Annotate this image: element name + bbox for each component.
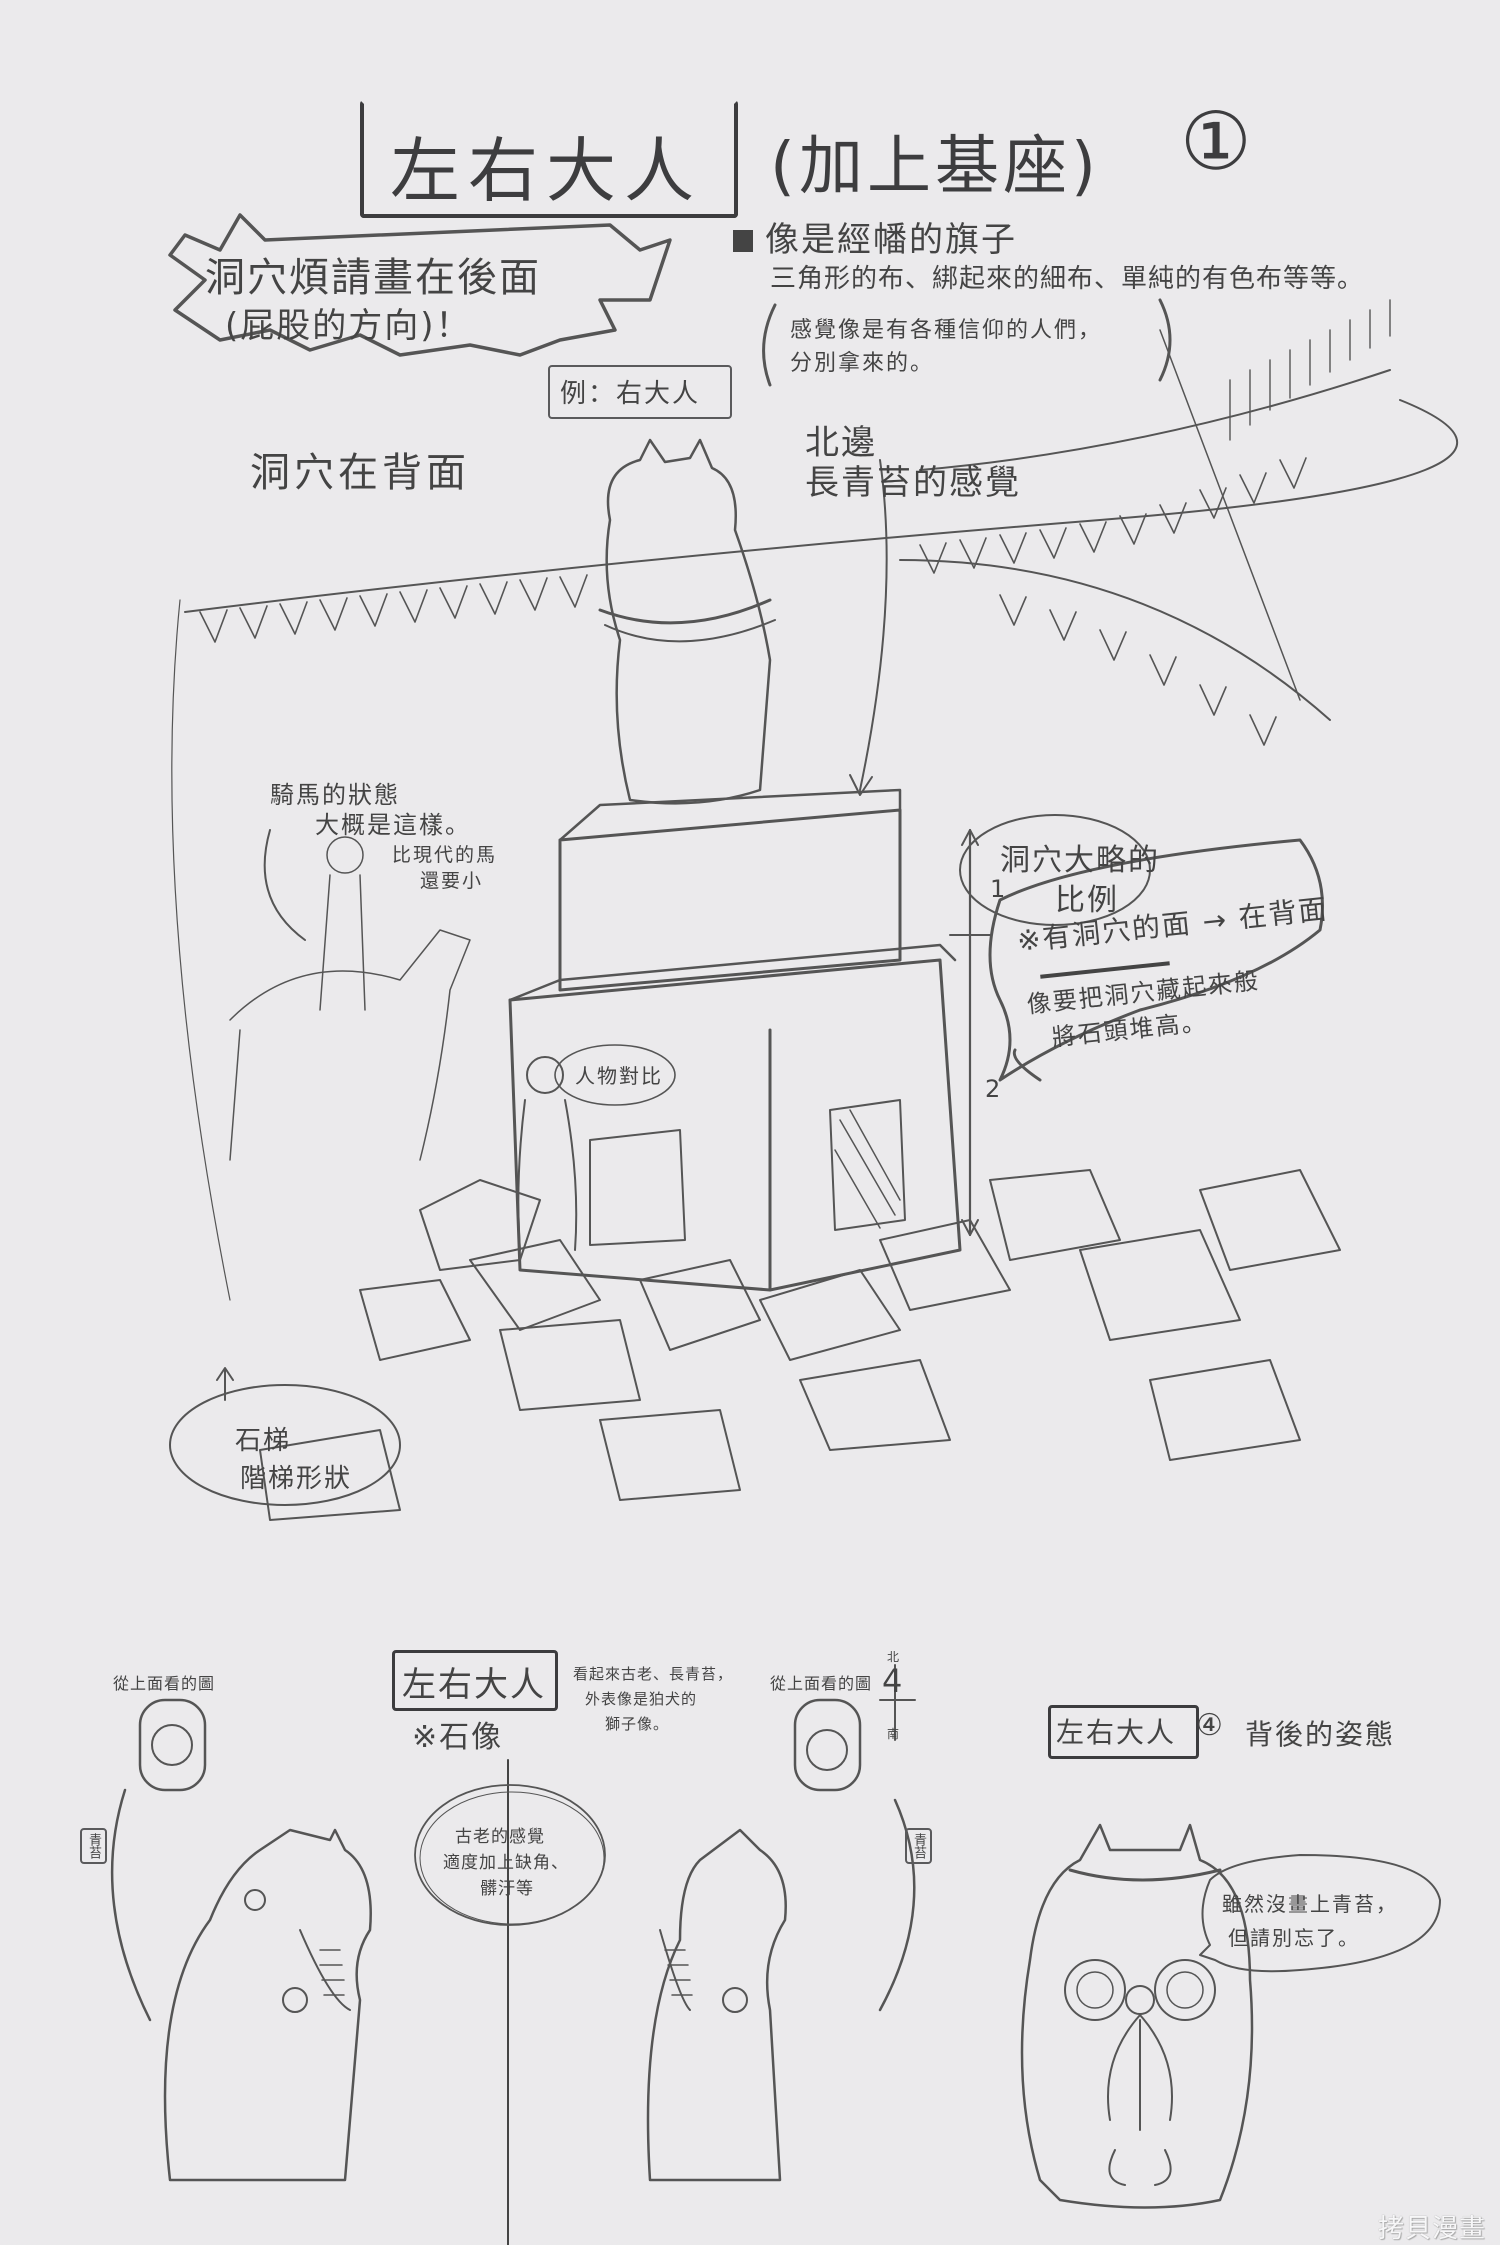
flags-paren-line2: 分別拿來的。 <box>790 351 935 376</box>
description-line1: 看起來古老、長青苔， <box>573 1665 734 1683</box>
hole-ratio-line1: 洞穴大略的 <box>1000 843 1160 878</box>
stone-statue-label: 左右大人 <box>402 1665 546 1705</box>
back-view-label-box <box>1048 1705 1199 1759</box>
horse-paren-line1: 比現代的馬 <box>392 844 498 866</box>
stone-statue-sub: ※石像 <box>412 1720 504 1755</box>
top-view-label-left: 從上面看的圖 <box>113 1674 216 1693</box>
moss-tag-right: 青苔 <box>905 1828 932 1864</box>
horse-note-line2: 大概是這樣。 <box>315 811 471 839</box>
aged-note-line1: 古老的感覺 <box>455 1827 545 1847</box>
hole-ratio-line2: 比例 <box>1055 883 1119 918</box>
horse-paren-line2: 還要小 <box>420 870 484 892</box>
moss-tag-left: 青苔 <box>80 1828 107 1864</box>
ratio-mark-1: 1 <box>990 875 1008 903</box>
back-view-number: ④ <box>1196 1708 1225 1743</box>
title-box <box>360 100 738 218</box>
aged-note-line3: 髒汙等 <box>480 1879 534 1899</box>
page-title: 左右大人 <box>390 130 702 212</box>
ratio-mark-2: 2 <box>985 1075 1003 1103</box>
page-subtitle: (加上基座) <box>770 130 1100 204</box>
watermark: 拷貝漫畫 <box>1378 2214 1487 2244</box>
burst-note-line1: 洞穴煩請畫在後面 <box>205 255 541 301</box>
hole-back-note: 洞穴在背面 <box>250 450 470 496</box>
back-view-label: 左右大人 <box>1056 1716 1177 1749</box>
bullet-square-icon <box>733 230 753 252</box>
back-view-note-line2: 但請別忘了。 <box>1228 1926 1360 1950</box>
flags-paren-line1: 感覺像是有各種信仰的人們， <box>790 318 1103 343</box>
back-view-title: 背後的姿態 <box>1245 1718 1396 1751</box>
page-number: ① <box>1180 95 1254 188</box>
stone-steps-line1: 石梯 <box>235 1426 292 1456</box>
description-line2: 外表像是狛犬的 <box>585 1690 698 1708</box>
stone-statue-label-box <box>392 1650 558 1711</box>
compass-north: 北 <box>887 1650 902 1664</box>
back-view-note-line1: 雖然沒畫上青苔， <box>1222 1892 1398 1916</box>
compass-number: 4 <box>882 1662 905 1700</box>
burst-note-line2: (屁股的方向)！ <box>225 306 472 346</box>
aged-note-line2: 適度加上缺角、 <box>443 1853 569 1873</box>
stone-steps-line2: 階梯形狀 <box>240 1464 353 1494</box>
north-moss-line2: 長青苔的感覺 <box>805 463 1021 503</box>
example-bubble <box>548 365 732 419</box>
person-compare-label: 人物對比 <box>575 1064 663 1088</box>
flags-line1: 三角形的布、綁起來的細布、單純的有色布等等。 <box>770 264 1365 294</box>
top-view-label-right: 從上面看的圖 <box>770 1674 873 1693</box>
compass-south: 南 <box>887 1727 902 1741</box>
example-bubble-text: 例：右大人 <box>560 379 701 409</box>
north-moss-line1: 北邊 <box>805 423 877 463</box>
description-line3: 獅子像。 <box>605 1715 670 1733</box>
horse-note-line1: 騎馬的狀態 <box>270 781 400 809</box>
flags-heading: 像是經幡的旗子 <box>765 220 1017 260</box>
